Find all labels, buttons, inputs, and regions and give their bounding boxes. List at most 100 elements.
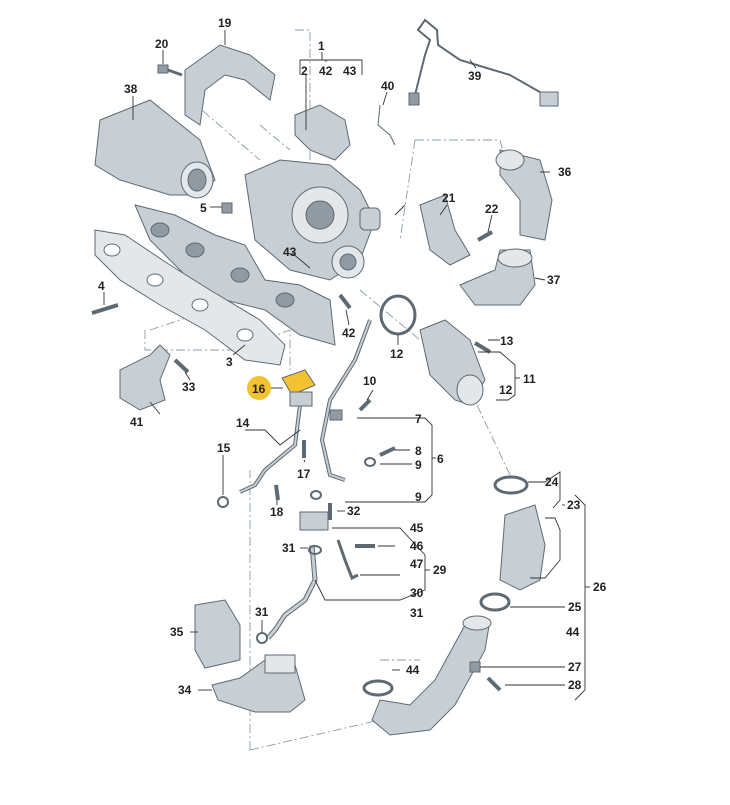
intake-pipe-26 bbox=[371, 619, 491, 736]
callout-12-bracket: 12 bbox=[499, 383, 513, 397]
engine-bracket-41 bbox=[119, 344, 171, 411]
callout-39: 39 bbox=[468, 69, 482, 83]
bolt-part-28 bbox=[486, 676, 502, 692]
bolt-part-10 bbox=[358, 398, 372, 412]
callout-43-top: 43 bbox=[343, 64, 357, 78]
compressor-outlet-part bbox=[359, 207, 381, 231]
actuator-part bbox=[294, 104, 351, 161]
intake-hose-23 bbox=[499, 504, 546, 591]
callout-24: 24 bbox=[545, 475, 559, 489]
manifold-port-4 bbox=[275, 292, 295, 308]
clip-part-31a bbox=[308, 545, 322, 555]
callout-30: 30 bbox=[410, 586, 424, 600]
manifold-port-2 bbox=[185, 242, 205, 258]
clamp-part-25 bbox=[479, 592, 511, 612]
callout-35: 35 bbox=[170, 625, 184, 639]
stud-part-42 bbox=[338, 293, 352, 310]
callout-6: 6 bbox=[437, 452, 444, 466]
callout-19: 19 bbox=[218, 16, 232, 30]
callout-36: 36 bbox=[558, 165, 572, 179]
callout-21: 21 bbox=[442, 191, 456, 205]
callout-9-upper: 9 bbox=[415, 458, 422, 472]
callout-18: 18 bbox=[270, 505, 284, 519]
callout-45: 45 bbox=[410, 521, 424, 535]
callout-47: 47 bbox=[410, 557, 424, 571]
o-ring-part-44 bbox=[362, 679, 394, 697]
pipe-flange-part bbox=[289, 391, 313, 407]
o-ring-part-12 bbox=[379, 294, 417, 336]
manifold-port-1 bbox=[150, 222, 170, 238]
callout-12-ring: 12 bbox=[390, 347, 404, 361]
lambda-sensor-cable bbox=[414, 18, 546, 96]
bracket-part-47 bbox=[336, 539, 359, 581]
nut-part-27 bbox=[469, 661, 481, 673]
callout-44-upper: 44 bbox=[566, 625, 580, 639]
callout-3: 3 bbox=[226, 355, 233, 369]
bolt-part-18 bbox=[274, 484, 280, 501]
turbine-bore-part bbox=[339, 253, 357, 271]
callout-41: 41 bbox=[130, 415, 144, 429]
callout-25: 25 bbox=[568, 600, 582, 614]
callout-23: 23 bbox=[567, 498, 581, 512]
bolt-part-22 bbox=[477, 230, 493, 242]
lambda-connector-part bbox=[539, 91, 559, 107]
nut-part-5 bbox=[221, 202, 233, 214]
bolt-part-33 bbox=[173, 358, 190, 374]
lambda-probe-part bbox=[408, 92, 420, 106]
callout-33: 33 bbox=[182, 380, 196, 394]
callout-10: 10 bbox=[363, 374, 377, 388]
callout-9-lower: 9 bbox=[415, 490, 422, 504]
seal-part-15 bbox=[217, 496, 229, 508]
callout-14: 14 bbox=[236, 416, 250, 430]
callout-31-lower: 31 bbox=[255, 605, 269, 619]
callout-26: 26 bbox=[593, 580, 607, 594]
callout-46: 46 bbox=[410, 539, 424, 553]
seal-part-9b bbox=[310, 490, 322, 500]
leader-lines bbox=[103, 30, 590, 701]
callout-2: 2 bbox=[301, 64, 308, 78]
callout-13: 13 bbox=[500, 334, 514, 348]
manifold-gasket-part bbox=[94, 229, 286, 366]
callout-15: 15 bbox=[217, 441, 231, 455]
highlight-badge-16 bbox=[247, 376, 271, 400]
callout-8: 8 bbox=[415, 444, 422, 458]
callout-5: 5 bbox=[200, 201, 207, 215]
manifold-port-3 bbox=[230, 267, 250, 283]
callout-11: 11 bbox=[523, 372, 536, 386]
callout-labels: 1 2 42 43 3 4 5 6 7 8 9 9 10 11 12 12 13… bbox=[98, 16, 607, 697]
bracket-part-21 bbox=[419, 194, 471, 266]
parts bbox=[91, 18, 559, 736]
compressor-hub-part bbox=[305, 200, 335, 230]
callout-31-right: 31 bbox=[410, 606, 424, 620]
callout-40: 40 bbox=[381, 79, 395, 93]
vacuum-hose-40 bbox=[377, 104, 396, 146]
seal-part-9a bbox=[364, 457, 376, 467]
callout-42-lower: 42 bbox=[342, 326, 356, 340]
callout-29: 29 bbox=[433, 563, 447, 577]
intake-hose-part bbox=[499, 149, 553, 241]
callout-16: 16 bbox=[252, 382, 266, 396]
callout-43-lower: 43 bbox=[283, 245, 297, 259]
clamp-part-24 bbox=[493, 475, 529, 495]
callout-17: 17 bbox=[297, 467, 311, 481]
bolt-part-20 bbox=[157, 64, 183, 77]
gasket-part-16 bbox=[281, 369, 316, 396]
callout-28: 28 bbox=[568, 678, 582, 692]
callout-44-lower: 44 bbox=[406, 663, 420, 677]
callout-22: 22 bbox=[485, 202, 499, 216]
callout-34: 34 bbox=[178, 683, 192, 697]
callout-7: 7 bbox=[415, 412, 422, 426]
valve-part-45 bbox=[299, 511, 329, 531]
callout-20: 20 bbox=[155, 37, 169, 51]
heat-shield-part bbox=[184, 44, 276, 126]
clamp-part-7 bbox=[329, 409, 343, 421]
callout-42-top: 42 bbox=[319, 64, 333, 78]
callout-32: 32 bbox=[347, 504, 361, 518]
callout-1: 1 bbox=[318, 39, 325, 53]
stud-part-4 bbox=[91, 303, 119, 315]
callout-4: 4 bbox=[98, 279, 105, 293]
callout-37: 37 bbox=[547, 273, 561, 287]
bolt-part-8 bbox=[379, 446, 396, 457]
callout-31-upper: 31 bbox=[282, 541, 296, 555]
